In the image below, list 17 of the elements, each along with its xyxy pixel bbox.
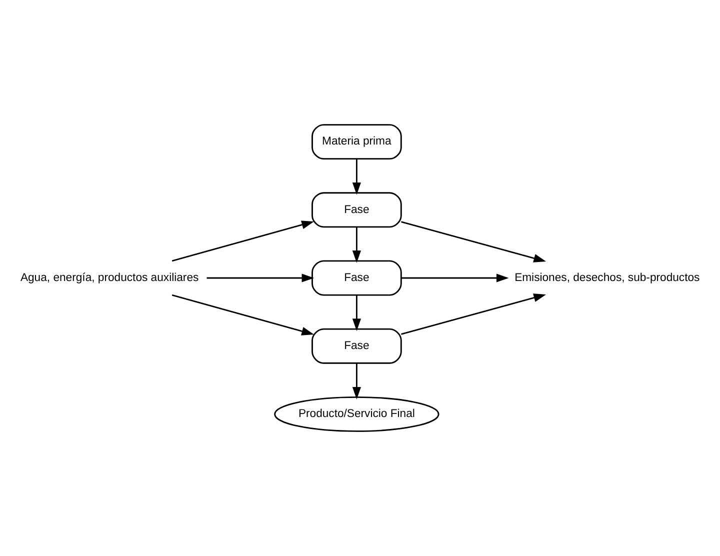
node-text: Emisiones, desechos, sub-productos [514, 272, 700, 284]
arrow [401, 221, 546, 262]
arrow [206, 274, 314, 282]
node-box: Fase [312, 328, 402, 364]
arrow [352, 295, 361, 331]
arrow [352, 363, 361, 400]
arrow [172, 220, 314, 262]
node-box: Fase [312, 260, 402, 296]
node-box: Materia prima [312, 124, 402, 160]
node-box: Fase [312, 192, 402, 228]
arrow [352, 158, 361, 195]
arrow [352, 226, 361, 263]
arrow [172, 294, 314, 336]
arrow [401, 274, 509, 282]
node-text: Agua, energía, productos auxiliares [20, 272, 199, 284]
arrow [401, 294, 546, 335]
node-ellipse: Producto/Servicio Final [274, 396, 440, 432]
